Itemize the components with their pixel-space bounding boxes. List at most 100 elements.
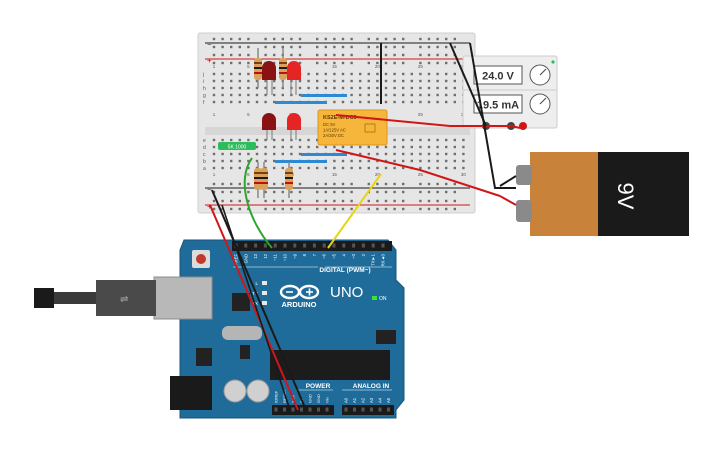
status-led [262,291,267,295]
digital-pin-label: 13 [253,253,258,258]
analog-pin[interactable] [353,407,356,412]
wire-black-meter-to-battery[interactable] [469,42,516,189]
digital-pin[interactable] [352,243,356,248]
analog-pin[interactable] [344,407,348,412]
bb-hole [298,190,302,194]
status-led [262,301,267,305]
battery-terminal-positive[interactable] [516,200,532,222]
multimeter-voltage[interactable]: 24.0 V [462,55,558,93]
green-component[interactable]: 5K 1000 [218,142,256,151]
blue-jumper-top-right[interactable] [301,94,347,97]
atmega-chip [270,350,390,380]
led-mid-dark-red[interactable] [262,113,276,140]
battery-9v[interactable]: 9V [516,152,689,236]
bb-hole [333,190,336,194]
digital-pin[interactable] [293,243,297,248]
battery-terminal-negative[interactable] [516,165,532,185]
power-pin[interactable] [308,407,312,412]
bb-hole [436,199,439,203]
wire-green-pin12[interactable] [243,157,273,249]
bb-hole [445,93,448,97]
blue-jumper-top-left[interactable] [275,101,327,104]
digital-pin[interactable] [303,243,307,248]
bb-hole [436,159,439,163]
analog-pin[interactable] [370,407,373,412]
bb-hole [273,159,276,163]
bb-hole [341,207,345,211]
digital-pin[interactable] [244,243,248,248]
power-pin[interactable] [283,407,286,412]
wire-black-battery-lead[interactable] [499,175,517,187]
digital-pin-label: 4 [341,253,346,256]
column-number: 25 [418,112,424,117]
power-pin[interactable] [300,407,303,412]
blue-jumper-bottom-left[interactable] [275,160,327,163]
multimeter-current[interactable]: 19.5 mA [462,89,558,130]
bb-hole [247,53,250,57]
led-top-dark-red[interactable] [262,61,276,95]
multimeter-probe-v[interactable] [519,122,527,130]
digital-pin[interactable] [254,243,258,248]
wire-red-meter-short[interactable] [510,125,521,129]
power-pin[interactable] [291,407,295,412]
bb-hole [419,45,422,49]
analog-pin-label: A4 [378,397,383,403]
resistor-top-1[interactable] [254,48,262,88]
relay[interactable]: KS2E-M-DC5 DC 5V 1A/125V AC 2A/30V DC [317,109,388,146]
digital-pin[interactable] [273,243,277,248]
analog-pin[interactable] [361,407,365,412]
usb-connector[interactable] [153,276,213,320]
bb-hole [393,152,396,156]
analog-pin[interactable] [378,407,382,412]
wire-red-battery-lead[interactable] [499,195,517,206]
bb-hole [290,152,293,156]
bb-hole [350,159,353,163]
bb-hole [367,207,370,211]
wire-yellow-pin7[interactable] [327,173,382,249]
power-jack[interactable] [170,376,212,410]
green-component-label: 5K 1000 [228,145,247,151]
resistor-bottom-2[interactable] [260,162,268,198]
bb-hole [333,182,336,186]
row-letter: d [203,145,206,151]
digital-pin[interactable] [361,243,365,248]
power-pin[interactable] [317,407,320,412]
usb-cable-plug[interactable] [96,280,156,316]
digital-pin[interactable] [342,243,346,248]
digital-pin[interactable] [332,243,336,248]
led-top-red[interactable] [287,61,301,95]
resistor-top-2[interactable] [279,48,287,88]
bb-hole [221,138,224,142]
digital-pin[interactable] [371,243,375,248]
analog-header[interactable] [342,405,394,415]
power-pin[interactable] [325,407,329,412]
bb-hole [298,53,302,57]
bb-hole [436,138,439,142]
digital-pin[interactable] [263,243,267,248]
wire-black-gnd-2[interactable] [221,204,291,411]
led-mid-red[interactable] [287,113,301,140]
relay-line2: 1A/125V AC [323,128,346,133]
digital-pin[interactable] [322,243,326,248]
digital-header[interactable] [232,241,392,251]
analog-pin[interactable] [387,407,390,412]
bb-hole [212,159,216,163]
digital-pin[interactable] [312,243,316,248]
bb-hole [453,190,456,194]
resistor-bottom-3[interactable] [285,162,293,198]
blue-jumper-bottom-right[interactable] [301,153,347,156]
wire-black-gnd[interactable] [211,189,307,411]
bb-hole [367,145,370,149]
icsp-header[interactable] [376,330,396,344]
wire-red-relay-to-meter[interactable] [335,114,512,127]
wire-red-relay-to-battery[interactable] [335,149,501,197]
digital-pin[interactable] [283,243,287,248]
power-pin[interactable] [274,407,278,412]
wire-red-5v[interactable] [209,204,299,411]
digital-pin[interactable] [381,243,385,248]
bb-hole [384,207,388,211]
bb-hole [402,79,405,83]
wire-black-rail-to-meter[interactable] [449,42,487,127]
